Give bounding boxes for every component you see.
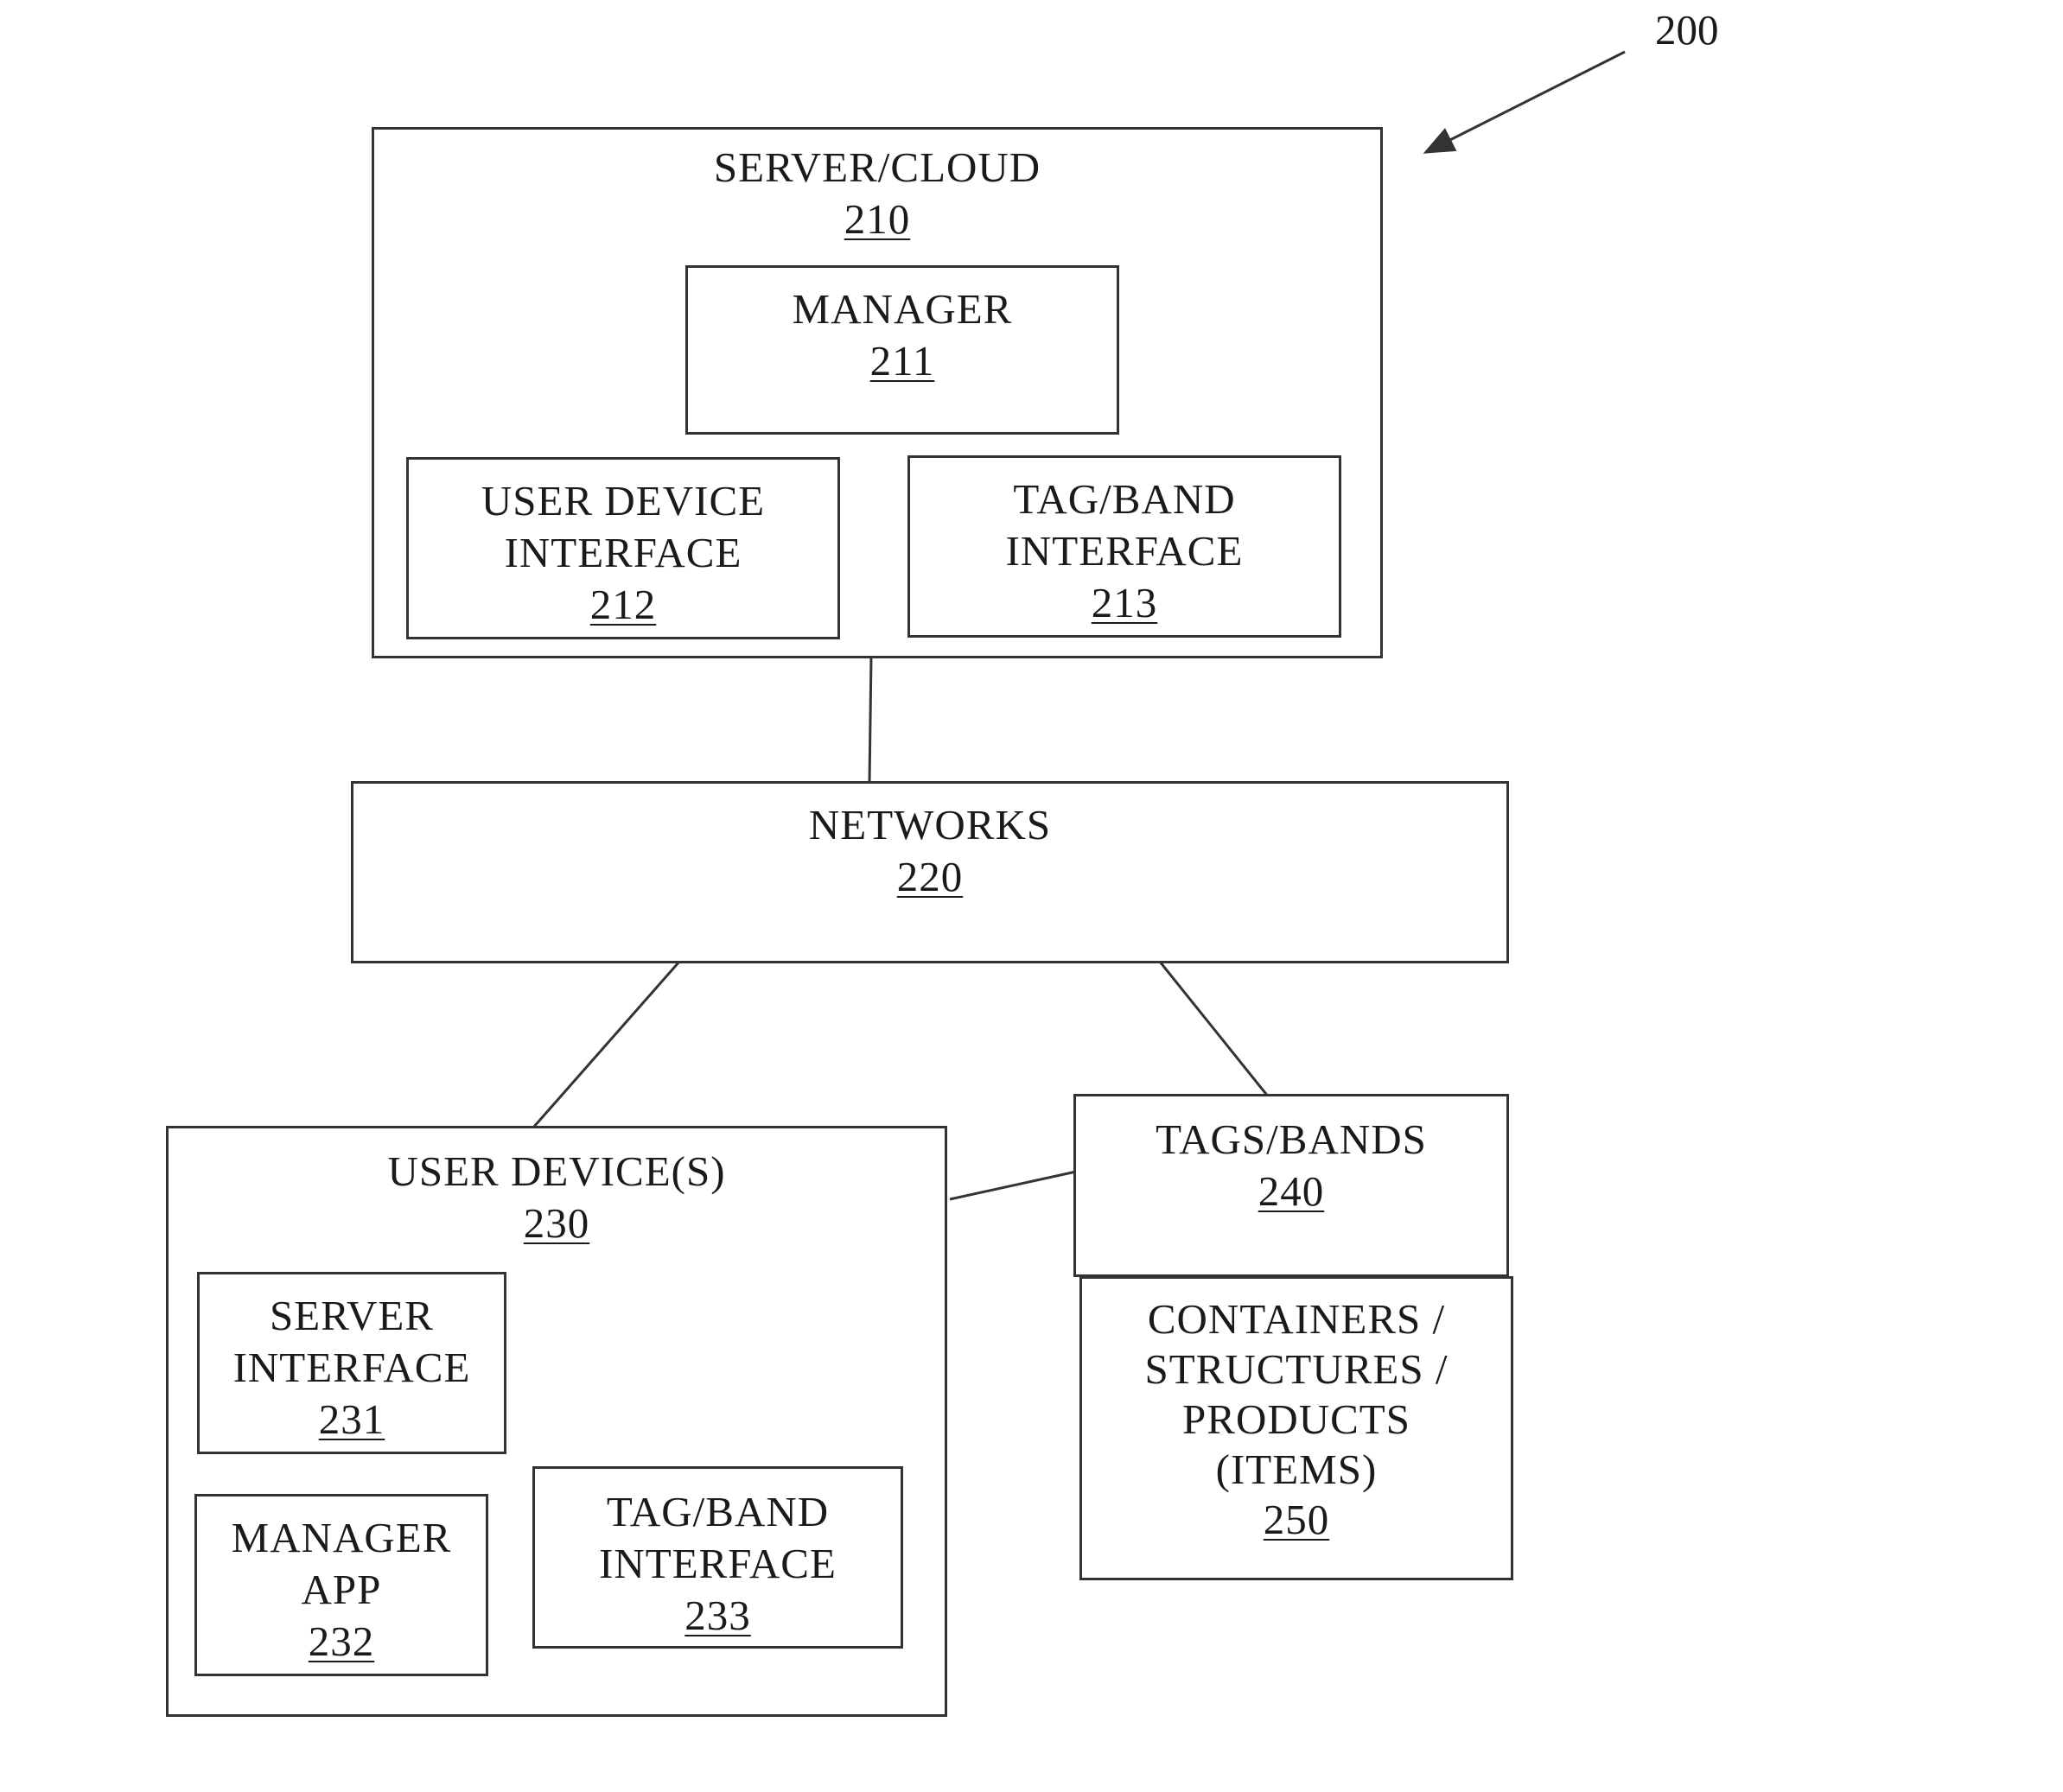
device-tag-band-interface-ref: 233 <box>684 1592 751 1639</box>
networks-ref: 220 <box>897 853 964 900</box>
containers-structures-products-block: CONTAINERS / STRUCTURES / PRODUCTS (ITEM… <box>1079 1276 1513 1580</box>
tags-bands-ref: 240 <box>1258 1167 1325 1215</box>
user-device-interface-ref: 212 <box>590 581 657 628</box>
reference-arrow <box>1428 52 1625 151</box>
user-device-interface-line1: USER DEVICE <box>409 475 837 527</box>
user-device-interface-block: USER DEVICE INTERFACE 212 <box>406 457 840 639</box>
manager-block: MANAGER 211 <box>685 265 1119 435</box>
link-server-networks <box>869 657 871 783</box>
networks-block: NETWORKS 220 <box>351 781 1509 963</box>
containers-line2: STRUCTURES / <box>1082 1344 1511 1395</box>
user-devices-ref: 230 <box>524 1199 590 1247</box>
server-tag-band-interface-block: TAG/BAND INTERFACE 213 <box>907 455 1341 638</box>
link-networks-tags-bands <box>1160 962 1269 1097</box>
user-devices-title: USER DEVICE(S) <box>169 1146 945 1198</box>
server-interface-line2: INTERFACE <box>200 1342 504 1394</box>
manager-title: MANAGER <box>688 283 1117 335</box>
networks-title: NETWORKS <box>353 799 1506 851</box>
figure-reference-number: 200 <box>1655 4 1719 56</box>
link-networks-user-devices <box>533 962 679 1128</box>
user-device-interface-line2: INTERFACE <box>409 527 837 579</box>
server-interface-block: SERVER INTERFACE 231 <box>197 1272 506 1454</box>
server-cloud-title: SERVER/CLOUD <box>374 142 1380 194</box>
device-tag-band-interface-line2: INTERFACE <box>535 1538 901 1590</box>
manager-ref: 211 <box>870 337 935 384</box>
server-interface-line1: SERVER <box>200 1290 504 1342</box>
server-interface-ref: 231 <box>319 1395 385 1443</box>
containers-line4: (ITEMS) <box>1082 1445 1511 1495</box>
device-tag-band-interface-block: TAG/BAND INTERFACE 233 <box>532 1466 903 1649</box>
tags-bands-block: TAGS/BANDS 240 <box>1073 1094 1509 1277</box>
server-tag-band-interface-ref: 213 <box>1092 579 1158 626</box>
manager-app-line2: APP <box>197 1564 486 1616</box>
containers-line1: CONTAINERS / <box>1082 1294 1511 1344</box>
containers-ref: 250 <box>1264 1496 1330 1543</box>
tags-bands-title: TAGS/BANDS <box>1076 1114 1506 1166</box>
server-cloud-ref: 210 <box>844 195 911 243</box>
device-tag-band-interface-line1: TAG/BAND <box>535 1486 901 1538</box>
server-tag-band-interface-line1: TAG/BAND <box>910 473 1339 525</box>
server-tag-band-interface-line2: INTERFACE <box>910 525 1339 577</box>
manager-app-block: MANAGER APP 232 <box>194 1494 488 1676</box>
manager-app-line1: MANAGER <box>197 1512 486 1564</box>
containers-line3: PRODUCTS <box>1082 1395 1511 1445</box>
manager-app-ref: 232 <box>309 1617 375 1665</box>
link-user-devices-tags-bands <box>950 1172 1076 1199</box>
